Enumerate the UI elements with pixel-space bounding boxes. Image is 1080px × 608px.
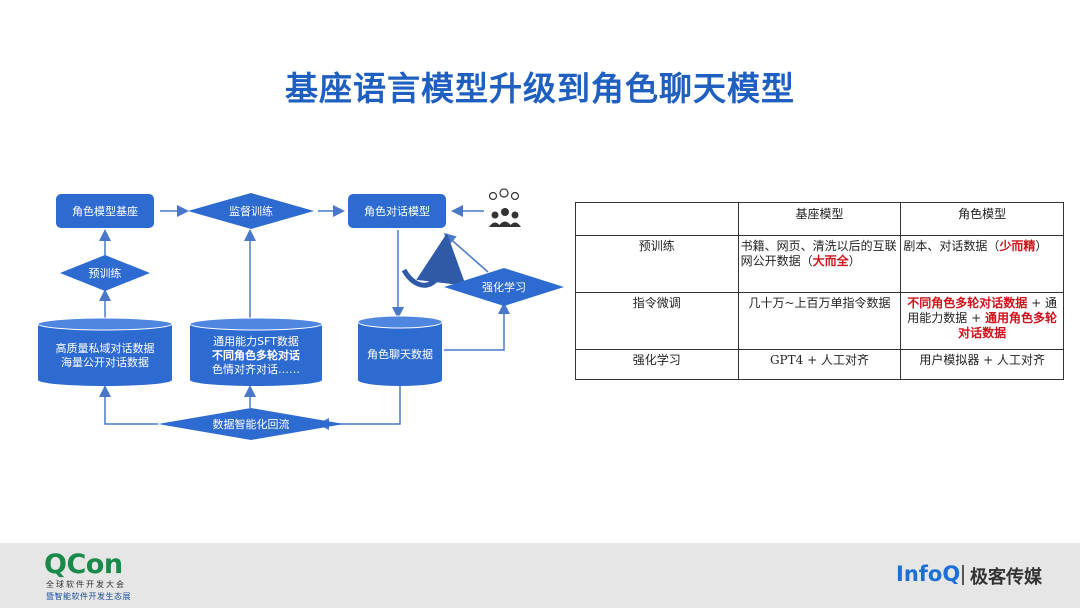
table-header-role: 角色模型: [900, 202, 1064, 236]
pretrain-diamond: [60, 255, 150, 291]
cell-rl-base: GPT4 + 人工对齐: [737, 349, 902, 380]
arrow-rightdb-to-feedback: [317, 385, 401, 430]
row-label-pretrain: 预训练: [575, 235, 739, 293]
arrow-rightdb-to-rl: [444, 302, 510, 351]
mid-db-line1: 通用能力SFT数据: [213, 334, 299, 348]
table-row: 指令微调 几十万~上百万单指令数据 不同角色多轮对话数据 + 通用能力数据 + …: [575, 292, 1064, 350]
feedback-diamond: [158, 408, 344, 440]
supervised-diamond: [188, 193, 314, 229]
right-database: [357, 315, 443, 386]
left-db-line2: 海量公开对话数据: [61, 355, 149, 369]
table-header-empty: [575, 202, 739, 236]
role-base-label: 角色模型基座: [72, 204, 138, 218]
footer-bar: QCon 全球软件开发大会 暨智能软件开发生态展 InfoQ 极客传媒: [0, 543, 1080, 608]
cell-sft-base: 几十万~上百万单指令数据: [737, 292, 902, 350]
row-label-sft: 指令微调: [575, 292, 739, 350]
middle-database: [189, 317, 323, 386]
table-row: 预训练 书籍、网页、清洗以后的互联网公开数据（大而全） 剧本、对话数据（少而精）: [575, 235, 1064, 293]
role-dialog-model-box: [348, 194, 446, 228]
arrow-feedback-to-leftdb: [99, 385, 158, 425]
users-icon: [488, 188, 521, 227]
cell-pretrain-base: 书籍、网页、清洗以后的互联网公开数据（大而全）: [737, 235, 902, 293]
cell-sft-role: 不同角色多轮对话数据 + 通用能力数据 + 通用角色多轮对话数据: [900, 292, 1064, 350]
pretrain-label: 预训练: [89, 266, 122, 280]
table-header-row: 基座模型 角色模型: [575, 202, 1064, 236]
right-db-label: 角色聊天数据: [367, 347, 433, 361]
infoq-logo: InfoQ: [896, 562, 961, 586]
mid-db-line3: 色情对齐对话……: [212, 362, 300, 376]
row-label-rl: 强化学习: [575, 349, 739, 380]
geek-media-logo: 极客传媒: [970, 567, 1042, 588]
page-title: 基座语言模型升级到角色聊天模型: [285, 69, 795, 108]
comparison-table: 基座模型 角色模型 预训练 书籍、网页、清洗以后的互联网公开数据（大而全） 剧本…: [575, 202, 1064, 380]
rl-label: 强化学习: [482, 280, 526, 294]
qcon-logo: QCon: [44, 549, 123, 580]
role-base-box: [56, 194, 154, 228]
qcon-subtitle: 全球软件开发大会: [46, 580, 126, 589]
rl-diamond: [444, 268, 564, 306]
qcon-subtitle-2: 暨智能软件开发生态展: [46, 592, 131, 601]
table-header-base: 基座模型: [737, 202, 902, 236]
logo-divider: [962, 565, 964, 585]
feedback-label: 数据智能化回流: [213, 417, 290, 431]
arrow-rl-to-model: [443, 233, 489, 273]
curved-loop-arrow: [401, 233, 466, 288]
mid-db-line2: 不同角色多轮对话: [212, 348, 300, 362]
left-database: [37, 317, 173, 386]
flow-diagram: 角色模型基座 监督训练 角色对话模型 预训练 强化学习 高质量私域对话数据 海量…: [37, 188, 564, 440]
cell-pretrain-role: 剧本、对话数据（少而精）: [900, 235, 1064, 293]
left-db-line1: 高质量私域对话数据: [56, 341, 155, 355]
supervised-label: 监督训练: [229, 204, 273, 218]
role-dialog-model-label: 角色对话模型: [364, 204, 430, 218]
cell-rl-role: 用户模拟器 + 人工对齐: [900, 349, 1064, 380]
table-row: 强化学习 GPT4 + 人工对齐 用户模拟器 + 人工对齐: [575, 349, 1064, 380]
